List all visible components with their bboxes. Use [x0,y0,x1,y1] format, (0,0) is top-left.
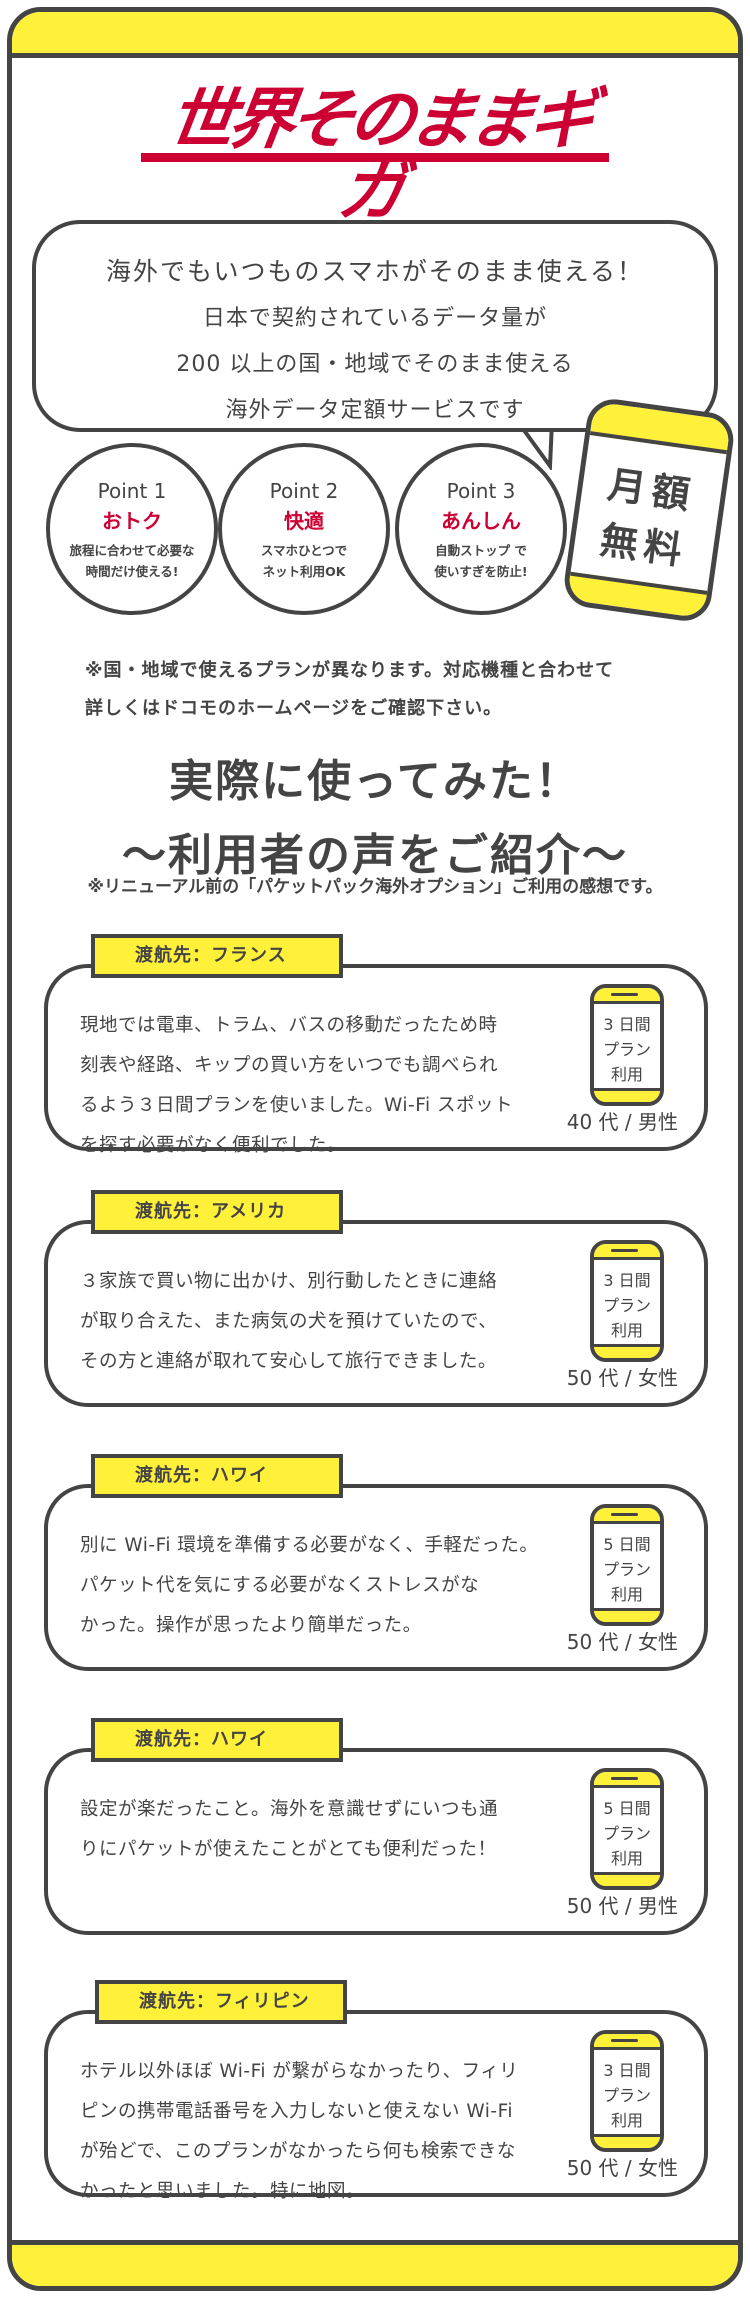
reviewer-age-gender: 50 代 / 女性 [566,1630,678,1654]
plan-duration: 3 日間 [603,1271,651,1290]
top-band [12,12,738,58]
point-circle-3: Point 3 あんしん 自動ストップ で使いすぎを防止! [395,443,567,615]
point-label: Point 1 [97,479,167,503]
review-line: 現地では電車、トラム、バスの移動だったため時 [80,1015,498,1036]
bottom-band [12,2240,738,2286]
reviewer-age-gender: 50 代 / 女性 [566,2156,678,2180]
point-keyword: おトク [102,509,162,533]
review-line: を探す必要がなく便利でした。 [80,1135,347,1156]
phone-icon: 3 日間プラン利用 [590,1240,664,1362]
plan-use: 利用 [610,1321,643,1340]
review-line: ホテル以外ほぼ Wi-Fi が繋がらなかったり、フィリ [80,2061,519,2082]
plan-word: プラン [602,2086,651,2105]
review-line: かった。操作が思ったより簡単だった。 [80,1615,422,1636]
heading-line: 実際に使ってみた！ [169,756,581,807]
destination-label: 渡航先：フィリピン [95,1980,347,2024]
bubble-line: 日本で契約されているデータ量が [202,306,548,331]
point-label: Point 3 [446,479,516,503]
review-line: 刻表や経路、キップの買い方をいつでも調べられ [80,1055,499,1076]
plan-use: 利用 [610,1849,643,1868]
destination-label: 渡航先：ハワイ [91,1718,343,1762]
review-text: 別に Wi-Fi 環境を準備する必要がなく、手軽だった。パケット代を気にする必要… [80,1526,600,1646]
plan-use: 利用 [610,2111,643,2130]
phone-icon: 3 日間プラン利用 [590,2030,664,2152]
plan-word: プラン [602,1560,651,1579]
note-line: 詳しくはドコモのホームページをご確認下さい。 [85,698,503,719]
destination-label: 渡航先：ハワイ [91,1454,343,1498]
phone-icon: 3 日間プラン利用 [590,984,664,1106]
bubble-line: 海外データ定額サービスです [225,398,525,423]
point-keyword: 快適 [284,509,324,533]
plan-use: 利用 [610,1065,643,1084]
section-subnote: ※リニューアル前の「パケットパック海外オプション」ご利用の感想です。 [87,877,663,897]
point-desc: 旅程に合わせて必要な [69,543,195,558]
point-circle-2: Point 2 快適 スマホひとつでネット利用OK [218,443,390,615]
logo-underline [141,153,609,162]
point-desc: ネット利用OK [262,564,346,579]
point-desc: スマホひとつで [260,543,348,558]
bubble-headline: 海外でもいつものスマホがそのまま使える！ [105,257,644,286]
speech-bubble: 海外でもいつものスマホがそのまま使える！ 日本で契約されているデータ量が 200… [32,220,718,432]
review-line: りにパケットが使えたことがとても便利だった！ [80,1839,497,1860]
review-line: が殆どで、このプランがなかったら何も検索できな [80,2141,516,2162]
plan-word: プラン [602,1824,651,1843]
point-desc: 時間だけ使える! [85,564,179,579]
review-text: 設定が楽だったこと。海外を意識せずにいつも通りにパケットが使えたことがとても便利… [80,1790,600,1870]
review-card: ホテル以外ほぼ Wi-Fi が繋がらなかったり、フィリピンの携帯電話番号を入力し… [44,2010,708,2202]
review-line: るよう３日間プランを使いました。Wi-Fi スポット [80,1095,514,1116]
point-label: Point 2 [269,479,339,503]
plan-duration: 5 日間 [603,1799,651,1818]
plan-word: プラン [602,1296,651,1315]
note-line: ※国・地域で使えるプランが異なります。対応機種と合わせて [85,660,615,681]
section-heading: 実際に使ってみた！ 〜利用者の声をご紹介〜 [0,745,750,893]
reviewer-age-gender: 40 代 / 男性 [566,1110,678,1134]
review-card: 現地では電車、トラム、バスの移動だったため時刻表や経路、キップの買い方をいつでも… [44,964,708,1156]
review-card: 設定が楽だったこと。海外を意識せずにいつも通りにパケットが使えたことがとても便利… [44,1748,708,1935]
review-card: ３家族で買い物に出かけ、別行動したときに連絡が取り合えた、また病気の犬を預けてい… [44,1220,708,1407]
point-desc: 使いすぎを防止! [434,564,528,579]
review-line: かったと思いました。特に地図。 [80,2181,366,2202]
plan-duration: 3 日間 [603,2061,651,2080]
plan-duration: 3 日間 [603,1015,651,1034]
tail-joint [524,420,554,428]
availability-note: ※国・地域で使えるプランが異なります。対応機種と合わせて 詳しくはドコモのホーム… [85,652,614,728]
review-line: 設定が楽だったこと。海外を意識せずにいつも通 [80,1799,499,1820]
review-text: 現地では電車、トラム、バスの移動だったため時刻表や経路、キップの買い方をいつでも… [80,1006,600,1166]
reviewer-age-gender: 50 代 / 男性 [566,1894,678,1918]
plan-duration: 5 日間 [603,1535,651,1554]
destination-label: 渡航先：フランス [91,934,343,978]
review-card: 別に Wi-Fi 環境を準備する必要がなく、手軽だった。パケット代を気にする必要… [44,1484,708,1671]
plan-use: 利用 [610,1585,643,1604]
review-line: ピンの携帯電話番号を入力しないと使えない Wi-Fi [80,2101,514,2122]
reviewer-age-gender: 50 代 / 女性 [566,1366,678,1390]
review-line: 別に Wi-Fi 環境を準備する必要がなく、手軽だった。 [80,1535,539,1556]
point-circle-1: Point 1 おトク 旅程に合わせて必要な時間だけ使える! [46,443,218,615]
review-text: ３家族で買い物に出かけ、別行動したときに連絡が取り合えた、また病気の犬を預けてい… [80,1262,600,1382]
phone-icon: 5 日間プラン利用 [590,1768,664,1890]
bubble-line: 200 以上の国・地域でそのまま使える [176,352,574,377]
logo: 世界そのままギガ [139,81,609,230]
review-line: ３家族で買い物に出かけ、別行動したときに連絡 [80,1271,498,1292]
review-line: パケット代を気にする必要がなくストレスがな [80,1575,480,1596]
phone-icon: 5 日間プラン利用 [590,1504,664,1626]
review-line: その方と連絡が取れて安心して旅行できました。 [80,1351,497,1372]
destination-label: 渡航先：アメリカ [91,1190,343,1234]
review-line: が取り合えた、また病気の犬を預けていたので、 [80,1311,498,1332]
heading-line: 〜利用者の声をご紹介〜 [122,830,628,881]
review-text: ホテル以外ほぼ Wi-Fi が繋がらなかったり、フィリピンの携帯電話番号を入力し… [80,2052,600,2212]
point-keyword: あんしん [441,509,521,533]
phone-icon: 月額 無料 [561,395,737,625]
point-desc: 自動ストップ で [435,543,527,558]
plan-word: プラン [602,1040,651,1059]
